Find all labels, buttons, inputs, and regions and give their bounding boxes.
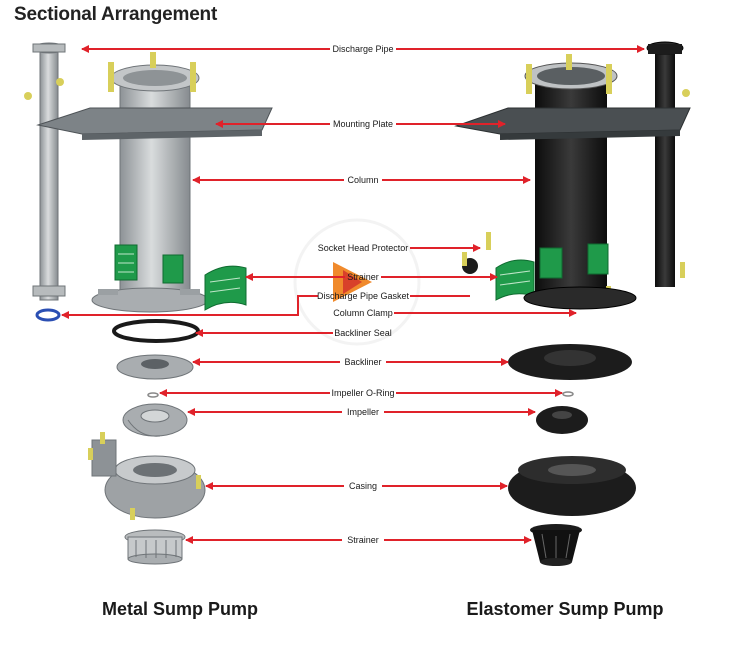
label-text: Discharge Pipe — [332, 44, 393, 54]
label-strainer-lower: Strainer — [185, 535, 532, 545]
elastomer-lower-strainer — [530, 524, 582, 566]
metal-discharge-pipe — [24, 42, 66, 301]
label-text: Strainer — [347, 535, 379, 545]
label-text: Impeller — [347, 407, 379, 417]
label-column: Column — [192, 175, 531, 185]
label-mounting-plate: Mounting Plate — [215, 119, 506, 129]
label-text: Mounting Plate — [333, 119, 393, 129]
label-socket-head-protector: Socket Head Protector — [318, 243, 481, 253]
caption-metal-sump-pump: Metal Sump Pump — [102, 599, 258, 619]
label-text: Column — [347, 175, 378, 185]
metal-impeller — [122, 403, 188, 437]
label-backliner-seal: Backliner Seal — [195, 328, 392, 338]
metal-backliner — [116, 354, 194, 380]
metal-casing — [88, 432, 206, 520]
watermark-logo — [293, 218, 421, 346]
label-text: Backliner — [344, 357, 381, 367]
elastomer-sump-pump — [454, 41, 691, 566]
label-text: Impeller O-Ring — [331, 388, 394, 398]
elastomer-impeller-o-ring — [562, 391, 574, 397]
elastomer-discharge-pipe — [646, 41, 690, 287]
label-text: Column Clamp — [333, 308, 393, 318]
label-discharge-pipe: Discharge Pipe — [81, 44, 645, 54]
metal-lower-strainer — [124, 529, 186, 565]
label-impeller-o-ring: Impeller O-Ring — [159, 388, 563, 398]
elastomer-column-strainer — [495, 243, 609, 301]
caption-elastomer-sump-pump: Elastomer Sump Pump — [466, 599, 663, 619]
label-column-clamp: Column Clamp — [333, 308, 577, 318]
label-casing: Casing — [205, 481, 508, 491]
elastomer-impeller — [536, 406, 588, 434]
elastomer-casing — [508, 456, 636, 516]
label-strainer-upper: Strainer — [245, 272, 498, 282]
label-text: Discharge Pipe Gasket — [317, 291, 410, 301]
metal-sump-pump — [24, 42, 273, 565]
elastomer-column-clamp — [523, 286, 637, 310]
label-discharge-pipe-gasket: Discharge Pipe Gasket — [61, 291, 470, 319]
metal-column-strainer — [114, 244, 184, 284]
label-text: Socket Head Protector — [318, 243, 409, 253]
label-backliner: Backliner — [192, 357, 509, 367]
metal-backliner-seal — [112, 319, 200, 343]
metal-strainer-part — [204, 265, 247, 311]
label-text: Backliner Seal — [334, 328, 392, 338]
label-impeller: Impeller — [187, 407, 536, 417]
elastomer-backliner — [508, 344, 632, 380]
label-text: Casing — [349, 481, 377, 491]
metal-impeller-o-ring — [147, 392, 159, 398]
metal-discharge-gasket — [35, 308, 61, 322]
page-title: Sectional Arrangement — [14, 4, 218, 25]
label-text: Strainer — [347, 272, 379, 282]
metal-mounting-plate — [36, 107, 273, 135]
elastomer-mounting-plate — [454, 107, 691, 135]
center-logo — [333, 262, 372, 302]
